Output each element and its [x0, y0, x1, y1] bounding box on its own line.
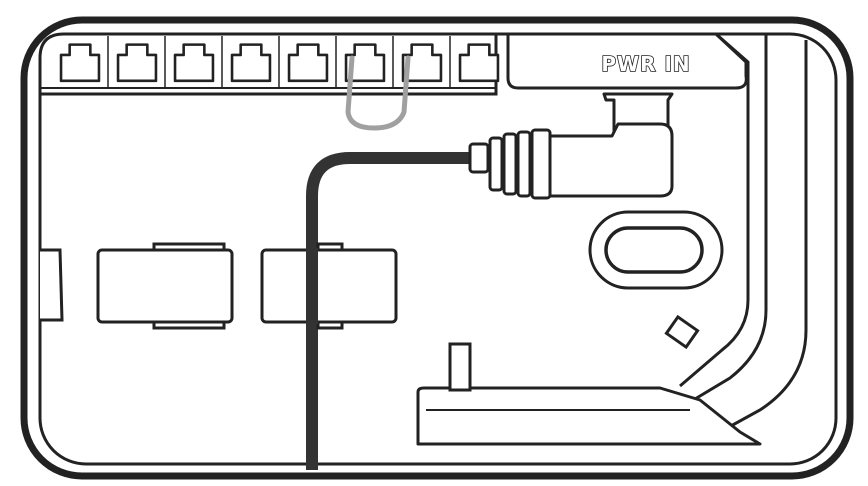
latch-hook — [416, 342, 762, 446]
mounting-slot — [588, 210, 724, 290]
power-cable — [306, 152, 474, 470]
power-input-module: PWR IN — [506, 32, 748, 142]
cable-guide-left — [96, 242, 234, 330]
rj-port-row — [59, 36, 500, 88]
cable-guide-left-stub — [40, 248, 64, 322]
right-channel — [664, 32, 808, 434]
jumper-wire — [345, 55, 411, 131]
port-strip — [38, 32, 500, 96]
pwr-in-label: PWR IN — [601, 52, 690, 76]
cable-guide-right — [260, 242, 398, 330]
dc-power-plug — [468, 122, 674, 200]
